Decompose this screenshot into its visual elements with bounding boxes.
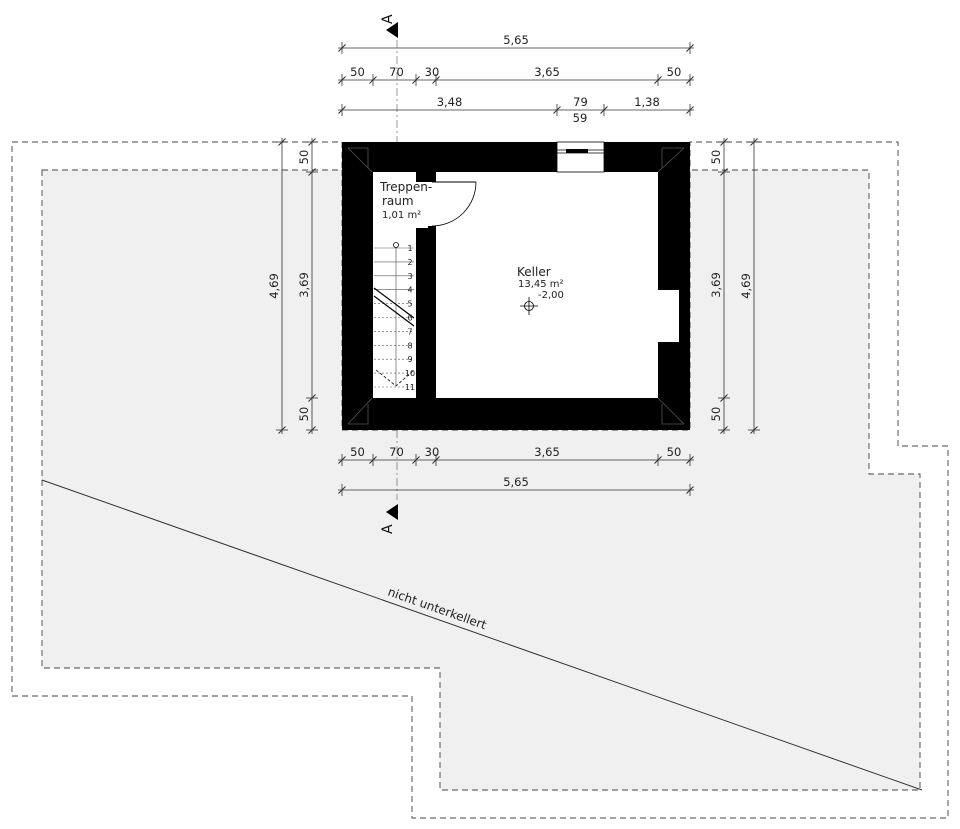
door-jamb-top	[428, 172, 436, 182]
cellar-area: 13,45 m²	[518, 279, 564, 290]
dim-top-row2: 50 70 30 3,65 50	[338, 65, 694, 86]
corner-diag-br	[657, 397, 685, 425]
dim-bottom-row1: 50 70 30 3,65 50	[338, 445, 694, 466]
section-label-bottom: A	[380, 524, 396, 534]
level-marker-icon	[520, 297, 538, 315]
stair-arrow	[375, 369, 415, 387]
section-line-a: A A	[380, 14, 398, 534]
section-arrow-bottom-icon	[386, 504, 398, 520]
stair-step-number: 6	[407, 314, 412, 323]
corner-diag-bl	[347, 397, 373, 425]
top-window	[556, 141, 605, 173]
stair-step-number: 3	[407, 272, 412, 281]
window-sill	[566, 149, 588, 153]
dim-top-row2-label: 50	[350, 65, 365, 79]
door	[428, 172, 477, 232]
stair: 1 2 3 4 5 6 7 8 9 10 11	[373, 242, 415, 392]
stair-step-numbers: 1 2 3 4 5 6 7 8 9 10 11	[405, 244, 415, 392]
section-label-top: A	[380, 14, 396, 24]
dim-left-inner-label: 3,69	[297, 272, 311, 298]
non-cellared-area: nicht unterkellert	[11, 141, 949, 819]
stair-step-number: 11	[405, 383, 415, 392]
partition-wall-upper	[416, 172, 436, 182]
dim-top-row2-label: 3,65	[534, 65, 560, 79]
stair-step-number: 2	[407, 258, 412, 267]
dim-top-row3-label: 1,38	[634, 95, 660, 109]
door-swing-arc	[431, 181, 477, 227]
dim-top-row2-label: 30	[425, 65, 440, 79]
dim-bottom-row1-label: 50	[350, 445, 365, 459]
stair-step-number: 1	[407, 244, 412, 253]
cellar-name: Keller	[517, 265, 551, 279]
dim-top-total-label: 5,65	[503, 33, 529, 47]
dim-bottom-row1-label: 30	[425, 445, 440, 459]
stair-step-number: 10	[405, 369, 415, 378]
stair-room-label: Treppen- raum 1,01 m²	[379, 180, 432, 221]
stair-start-circle	[393, 242, 399, 248]
dim-left-inner: 50 3,69 50	[297, 138, 318, 434]
dim-left-inner-label: 50	[297, 150, 311, 165]
stair-room-name-line1: Treppen-	[379, 180, 432, 194]
section-arrow-top-icon	[386, 22, 398, 38]
stair-step-number: 8	[407, 341, 412, 350]
stair-step-number: 7	[407, 327, 412, 336]
dim-bottom-total-label: 5,65	[503, 475, 529, 489]
dim-top-row2-label: 50	[667, 65, 682, 79]
diagonal-line	[41, 479, 923, 791]
dim-right-inner: 50 3,69 50	[709, 138, 730, 434]
dim-bottom-row1-label: 70	[389, 445, 404, 459]
dim-bottom-row1-label: 3,65	[534, 445, 560, 459]
building-walls	[342, 141, 690, 430]
dim-right-inner-label: 3,69	[709, 272, 723, 298]
dim-top-total: 5,65	[338, 33, 694, 54]
dim-top-row2-label: 70	[389, 65, 404, 79]
cellar-room-floor	[436, 172, 658, 398]
stair-step-number: 9	[407, 355, 412, 364]
stair-break-2	[373, 295, 415, 327]
stair-break-1	[373, 287, 415, 319]
door-jamb-bottom	[428, 226, 436, 232]
outer-boundary-dashed	[11, 141, 949, 819]
dim-right-inner-label: 50	[709, 150, 723, 165]
dim-left-outer: 4,69	[267, 138, 288, 434]
dim-right-inner-label: 50	[709, 407, 723, 422]
cellar-label: Keller 13,45 m² -2,00	[517, 265, 564, 315]
corner-diag-tl	[347, 147, 373, 173]
dim-right-outer-label: 4,69	[739, 273, 753, 299]
dim-top-row3-label: 3,48	[437, 95, 463, 109]
stair-step-number: 4	[407, 286, 412, 295]
partition-wall-lower	[416, 228, 436, 398]
corner-mark-tl	[348, 147, 369, 168]
corner-diag-tr	[657, 147, 685, 173]
stair-step-number: 5	[407, 300, 412, 309]
dim-left-inner-label: 50	[297, 407, 311, 422]
corner-mark-br	[661, 404, 684, 425]
dim-window-height-label: 59	[573, 111, 588, 125]
corner-mark-tr	[661, 147, 684, 168]
stair-treads	[374, 247, 414, 388]
cellar-level: -2,00	[538, 290, 564, 301]
dim-top-row3: 3,48 79 1,38	[338, 95, 694, 116]
dim-left-outer-label: 4,69	[267, 273, 281, 299]
dim-bottom-total: 5,65	[338, 475, 694, 496]
dim-right-outer: 4,69	[739, 138, 760, 434]
right-wall-niche	[657, 290, 679, 342]
dim-bottom-row1-label: 50	[667, 445, 682, 459]
dim-top-row3-label: 79	[573, 95, 588, 109]
stair-room-area: 1,01 m²	[382, 210, 421, 221]
stair-room-name-line2: raum	[382, 194, 414, 208]
corner-mark-bl	[348, 404, 369, 425]
